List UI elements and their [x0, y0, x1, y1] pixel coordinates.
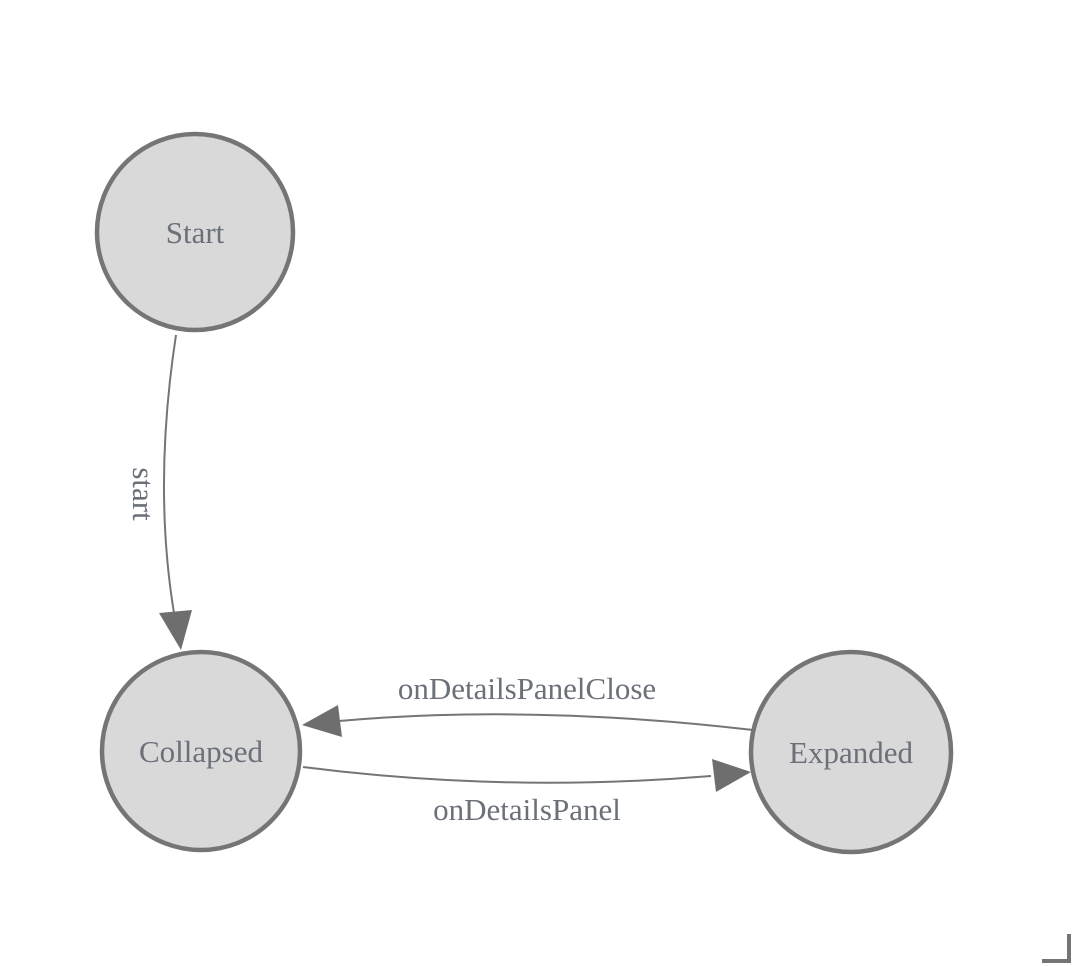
arrowhead-icon — [712, 759, 751, 792]
edge-start-to-collapsed — [162, 334, 177, 614]
edge-collapsed-to-expanded — [302, 766, 712, 784]
edge-label-start: start — [126, 467, 161, 521]
state-node-collapsed[interactable]: Collapsed — [99, 649, 303, 853]
state-label-expanded: Expanded — [789, 735, 913, 770]
state-node-expanded[interactable]: Expanded — [748, 649, 954, 855]
transition-expanded-to-collapsed: onDetailsPanelClose — [302, 671, 754, 737]
edge-label-ondetailspanel: onDetailsPanel — [433, 792, 621, 827]
state-node-start[interactable]: Start — [94, 131, 296, 333]
state-label-start: Start — [166, 215, 225, 250]
transition-start-to-collapsed: start — [126, 334, 192, 650]
edge-expanded-to-collapsed — [338, 713, 754, 731]
edge-label-ondetailspanelclose: onDetailsPanelClose — [398, 671, 656, 706]
transition-collapsed-to-expanded: onDetailsPanel — [302, 759, 751, 827]
state-label-collapsed: Collapsed — [139, 734, 263, 769]
arrowhead-icon — [159, 610, 192, 650]
arrowhead-icon — [302, 705, 342, 737]
frame-corner-mark — [1042, 934, 1071, 963]
state-circle-collapsed[interactable] — [99, 649, 303, 853]
state-circle-start[interactable] — [94, 131, 296, 333]
state-circle-expanded[interactable] — [748, 649, 954, 855]
